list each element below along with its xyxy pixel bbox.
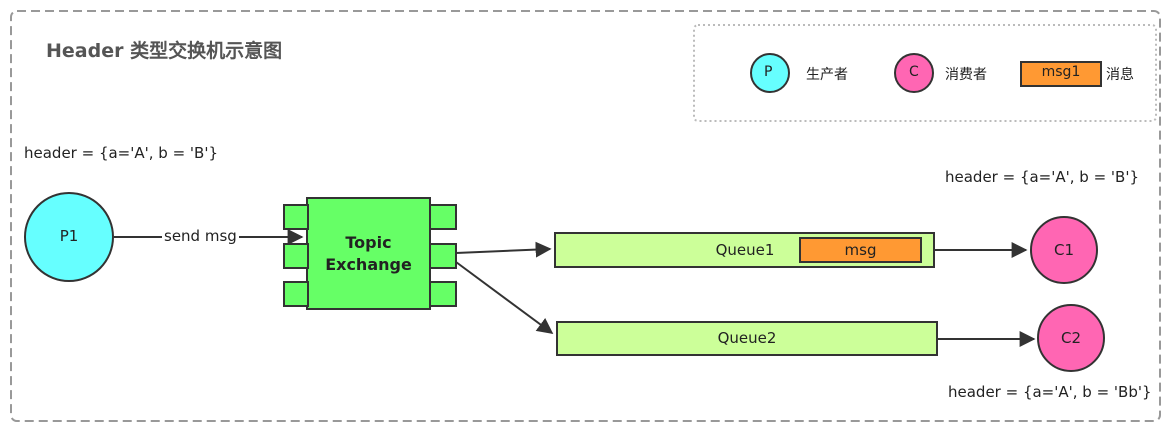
consumer-c2-node xyxy=(1037,304,1105,372)
legend-message-symbol: msg1 xyxy=(1041,64,1081,80)
legend-producer-symbol: P xyxy=(764,64,773,80)
producer-header: header = {a='A', b = 'B'} xyxy=(24,144,219,162)
legend-consumer-label: 消费者 xyxy=(945,67,987,83)
queue2-label: Queue2 xyxy=(717,329,777,347)
page-title: Header 类型交换机示意图 xyxy=(46,40,283,62)
exchange-port xyxy=(429,243,457,269)
exchange-port xyxy=(283,243,309,269)
consumer-c1-label: C1 xyxy=(1053,241,1075,259)
edge-exchange-queue1 xyxy=(455,241,552,258)
edge-exchange-queue2 xyxy=(455,261,554,334)
legend-consumer-icon xyxy=(894,53,934,93)
exchange-port xyxy=(429,281,457,307)
exchange-port xyxy=(429,204,457,230)
exchange-node xyxy=(306,197,431,310)
producer-node xyxy=(24,192,114,282)
legend-producer-icon xyxy=(750,53,790,93)
consumer-c2-header: header = {a='A', b = 'Bb'} xyxy=(948,383,1152,401)
consumer-c1-header: header = {a='A', b = 'B'} xyxy=(945,168,1140,186)
exchange-port xyxy=(283,281,309,307)
legend-consumer-symbol: C xyxy=(909,64,919,80)
queue1-message-label: msg xyxy=(844,241,877,259)
queue1-message xyxy=(799,237,922,263)
consumer-c1-node xyxy=(1030,216,1098,284)
exchange-label-line1: Topic xyxy=(345,233,392,252)
outer-frame xyxy=(10,10,1161,422)
producer-label: P1 xyxy=(59,227,79,245)
queue2-node xyxy=(556,321,938,356)
exchange-port xyxy=(283,204,309,230)
edge-send-label: send msg xyxy=(162,227,239,245)
legend-message-icon xyxy=(1020,61,1102,87)
queue1-label: Queue1 xyxy=(715,241,775,259)
consumer-c2-label: C2 xyxy=(1060,329,1082,347)
legend-producer-label: 生产者 xyxy=(806,67,848,83)
legend-message-label: 消息 xyxy=(1106,67,1134,83)
exchange-label-line2: Exchange xyxy=(325,255,412,274)
legend-box xyxy=(693,24,1157,122)
